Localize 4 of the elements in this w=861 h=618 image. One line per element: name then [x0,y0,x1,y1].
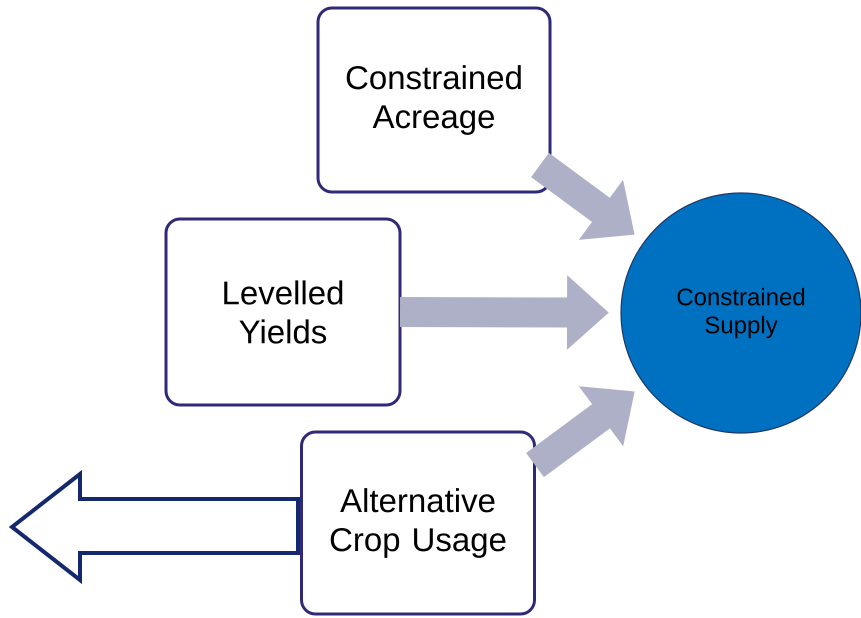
factor-box: Levelled Yields [164,218,402,406]
factor-box: Constrained Acreage [316,6,552,194]
outline-arrow [8,470,300,584]
factor-box: Alternative Crop Usage [300,430,536,616]
